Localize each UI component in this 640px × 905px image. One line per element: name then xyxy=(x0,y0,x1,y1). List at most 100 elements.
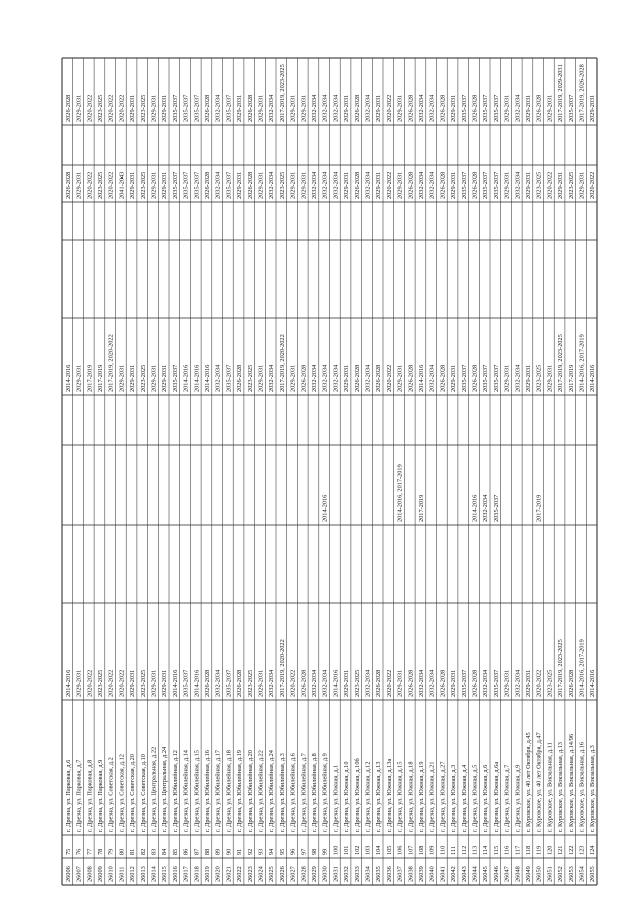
table-cell: г. Дрезна, ул. Южная, д.9 xyxy=(514,765,521,832)
table-cell: 86 xyxy=(183,849,190,855)
table-cell: г. Куровское, ул. 40 лет Октября, д.45 xyxy=(525,732,532,832)
table-cell: 92 xyxy=(247,849,254,855)
table-cell: 2026-2028 xyxy=(204,95,211,122)
table-cell: 2014-2016, 2017-2019 xyxy=(579,334,586,392)
table-cell: 2014-2016 xyxy=(418,365,425,392)
table-cell: 26036 xyxy=(386,866,393,882)
table-cell: 2023-2025 xyxy=(536,365,543,392)
table-cell: 2035-2037 xyxy=(461,172,468,199)
table-cell: 2023-2025 xyxy=(97,670,104,697)
table-cell: 2029-2031 xyxy=(525,95,532,122)
table-cell: 26044 xyxy=(472,865,479,882)
table-cell: 2029-2031 xyxy=(129,172,136,199)
table-cell: 77 xyxy=(86,849,93,855)
table-cell: 2032-2034 xyxy=(332,364,339,392)
table-cell: 2026-2028 xyxy=(65,172,72,199)
table-cell: 2032-2034 xyxy=(418,171,425,199)
table-cell: 98 xyxy=(311,849,318,855)
table-cell: 97 xyxy=(300,849,307,855)
table-cell: г. Дрезна, ул. Южная, д.12 xyxy=(365,762,372,832)
table-cell: 2029-2031 xyxy=(151,172,158,199)
table-cell: 108 xyxy=(418,846,425,855)
table-cell: 2029-2031 xyxy=(290,365,297,392)
table-cell: 2020-2022 xyxy=(589,172,596,199)
table-cell: 2020-2022 xyxy=(536,670,543,697)
table-cell: 78 xyxy=(97,849,104,855)
table-cell: 2026-2028 xyxy=(65,95,72,122)
table-cell: 2026-2028 xyxy=(236,670,243,697)
table-cell: г. Дрезна, ул. Юбилейная, д.17 xyxy=(215,750,222,832)
table-cell: 2026-2028 xyxy=(375,670,382,697)
table-cell: 2020-2022 xyxy=(108,670,115,697)
table-cell: 2020-2022 xyxy=(386,670,393,697)
table-cell: 2014-2016 xyxy=(172,670,179,697)
table-cell: 2014-2016 xyxy=(65,670,72,697)
table-cell: 2026-2028 xyxy=(439,365,446,392)
table-cell: 2032-2034 xyxy=(322,669,329,697)
table-cell: г. Дрезна, ул. Парковая, д.9 xyxy=(97,760,104,832)
table-cell: 2035-2037 xyxy=(183,172,190,199)
table-cell: 26021 xyxy=(225,866,232,882)
table-cell: 2029-2031 xyxy=(290,95,297,122)
table-cell: г. Дрезна, ул. Парковая, д.8 xyxy=(86,760,93,832)
table-cell: 26032 xyxy=(343,866,350,882)
table-cell: г. Дрезна, ул. Южная, д.6 xyxy=(482,765,489,832)
table-cell: г. Дрезна, ул. Юбилейная, д.18 xyxy=(225,750,232,832)
table-cell: 2032-2034 xyxy=(365,171,372,199)
table-cell: 2029-2031 xyxy=(76,670,83,697)
table-cell: 124 xyxy=(589,845,596,855)
table-cell: г. Дрезна, ул. Южная, д.6а xyxy=(493,762,500,832)
table-cell: г. Дрезна, ул. Центральная, д.24 xyxy=(161,746,168,832)
table-cell: 2032-2034 xyxy=(311,171,318,199)
table-cell: 118 xyxy=(525,846,532,855)
table-cell: 26042 xyxy=(450,866,457,882)
table-cell: 99 xyxy=(322,849,329,855)
table-cell: 2029-2031 xyxy=(300,172,307,199)
table-cell: 2032-2034 xyxy=(268,171,275,199)
table-cell: 2026-2028 xyxy=(354,95,361,122)
table-cell: 26019 xyxy=(204,866,211,882)
table-cell: 2014-2016 xyxy=(193,670,200,697)
table-cell: г. Дрезна, ул. Южная, д.1 xyxy=(332,765,339,832)
table-cell: 26011 xyxy=(118,866,125,882)
table-cell: 26017 xyxy=(183,866,190,882)
table-cell: 95 xyxy=(279,849,286,855)
table-cell: 2014-2016 xyxy=(65,365,72,392)
table-cell: 2029-2031 xyxy=(129,365,136,392)
table-cell: 2032-2034 xyxy=(311,364,318,392)
table-cell: 2026-2028 xyxy=(354,172,361,199)
table-cell: г. Дрезна, ул. Центральная, д.22 xyxy=(151,747,158,832)
table-cell: 2035-2037 xyxy=(493,670,500,697)
table-cell: 2020-2022 xyxy=(108,95,115,122)
table-cell: 2029-2031 xyxy=(397,95,404,122)
table-cell: 26031 xyxy=(332,866,339,882)
table-cell: 2029-2031 xyxy=(525,670,532,697)
table-cell: 2029-2031 xyxy=(546,365,553,392)
table-cell: г. Куровское, ул. 40 лет Октября, д.47 xyxy=(536,732,543,832)
table-cell: 2035-2037 xyxy=(225,95,232,122)
table-cell: 2023-2025 xyxy=(140,95,147,122)
table-cell: 117 xyxy=(514,846,521,855)
table-cell: 2029-2031 xyxy=(375,172,382,199)
table-cell: 26034 xyxy=(365,865,372,882)
table-cell: 2032-2034 xyxy=(365,669,372,697)
table-cell: 2035-2037 xyxy=(225,670,232,697)
table-cell: 2032-2034 xyxy=(418,94,425,122)
table-cell: 2023-2025 xyxy=(140,172,147,199)
